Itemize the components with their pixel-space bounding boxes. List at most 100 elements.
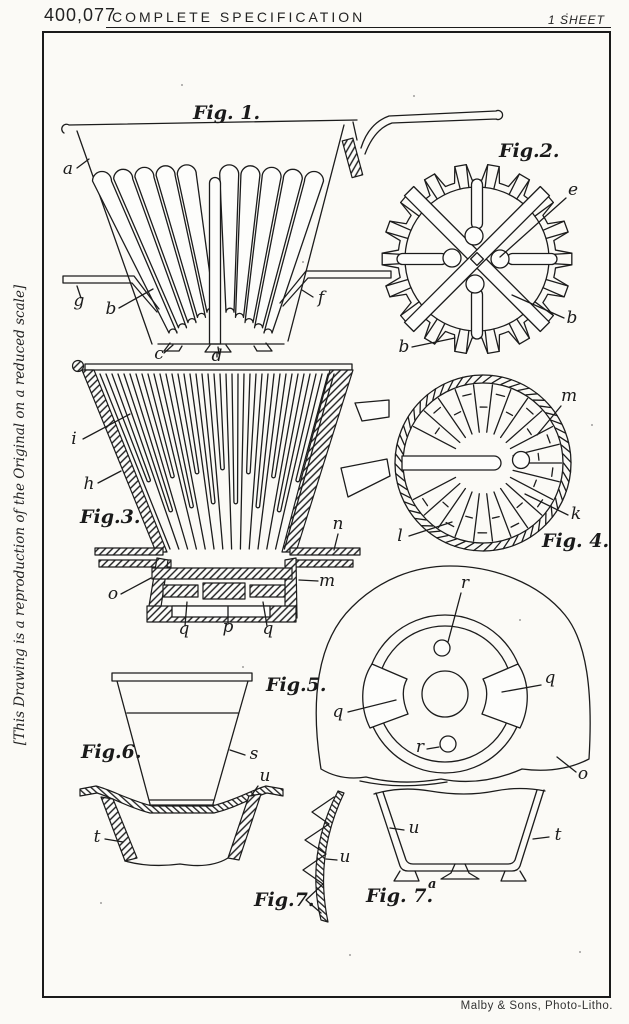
fig5-bottom-wave: [359, 780, 448, 787]
fig6-tray-wall-right: [227, 793, 262, 861]
fig1-label-c: c: [154, 344, 164, 364]
fig2-hole-north: [464, 226, 484, 246]
fig2-hole-east: [490, 249, 510, 269]
fig1-rim: [61, 119, 358, 134]
header-rule: [106, 27, 611, 28]
fig2-slot-north: [470, 178, 484, 230]
drawing-frame: [42, 31, 611, 998]
fig7a-basin-inner: [382, 789, 538, 865]
fig7a-label-t: t: [555, 825, 562, 845]
fig5-cover-outline: [315, 565, 591, 783]
fig3-flange-left-upper: [94, 547, 164, 556]
fig1-foot-center: [204, 344, 232, 358]
fig7-label-u: u: [340, 847, 351, 867]
fig1-fluted-ribs: [91, 164, 325, 345]
fig3-label-q-left: q: [179, 619, 190, 639]
fig1-handle: [360, 109, 504, 155]
patent-number: 400,077: [44, 5, 117, 25]
fig5-cutout-right: [481, 663, 528, 729]
fig3-label-p: p: [223, 617, 234, 637]
fig1-label-b: b: [106, 299, 117, 319]
fig3-base-block-center: [202, 582, 246, 600]
fig1-left-wall: [76, 130, 153, 345]
fig1-label-f: f: [316, 288, 327, 308]
fig1-leader-lines: [76, 158, 314, 355]
fig3-base-block-left: [162, 584, 199, 598]
fig6-leader-lines: [104, 749, 259, 843]
figure-4: Fig. 4. m k l: [394, 374, 609, 552]
fig2-label-b-left: b: [399, 337, 410, 357]
page-title: COMPLETE SPECIFICATION: [112, 9, 366, 25]
fig7a-foot-left: [393, 870, 420, 882]
fig5-leader-lines: [347, 592, 577, 773]
fig5-hole-bottom: [439, 735, 457, 753]
fig7a-torn-edge: [373, 787, 546, 795]
figure-7a: Fig. 7. a u t: [365, 787, 562, 907]
fig1-label-a: a: [63, 159, 73, 179]
fig2-slot-south: [470, 288, 484, 340]
fig1-bar-left: [62, 275, 160, 313]
figure-2: Fig.2. e b b: [381, 140, 578, 357]
fig5-label-q-left: q: [333, 702, 344, 722]
fig2-caption: Fig.2.: [498, 140, 559, 162]
figure-6: Fig.6. s u t: [79, 672, 284, 867]
fig5-label-r-top: r: [461, 573, 470, 593]
fig3-label-h: h: [84, 474, 95, 494]
fig6-paper-strip: [79, 785, 284, 814]
fig7a-caption-superscript: a: [428, 877, 436, 892]
fig1-foot-left: [163, 342, 183, 352]
fig5-caption: Fig.5.: [265, 674, 326, 696]
fig1-right-wall: [287, 124, 345, 342]
fig6-label-u: u: [260, 766, 271, 786]
fig3-handle-lug-lower: [340, 458, 391, 498]
fig7-leader-line: [325, 858, 338, 861]
fig5-label-q-right: q: [545, 668, 556, 688]
fig7a-leader-lines: [389, 827, 550, 840]
figure-3: Fig.3. i h n m o q p q: [71, 359, 391, 639]
fig6-tray-bottom: [124, 857, 229, 867]
fig6-tray-wall-left: [100, 796, 138, 862]
fig4-slot: [401, 455, 502, 471]
fig6-funnel: [111, 672, 253, 806]
fig3-label-i: i: [71, 429, 76, 449]
fig7a-foot-center: [440, 863, 480, 880]
fig4-label-l: l: [397, 526, 402, 546]
fig3-caption: Fig.3.: [79, 506, 140, 528]
fig2-slot-east: [506, 252, 558, 266]
fig5-label-r-bottom: r: [416, 737, 425, 757]
fig2-label-e: e: [568, 180, 578, 200]
fig3-base-plate-gap: [171, 605, 271, 618]
fig1-label-d: d: [212, 346, 223, 366]
fig1-label-g: g: [74, 291, 85, 311]
fig1-foot-right: [253, 342, 273, 352]
figure-1: Fig. 1. a g b f c d: [61, 102, 504, 366]
printer-credit: Malby & Sons, Photo-Litho.: [460, 1000, 613, 1012]
fig4-leader-lines: [408, 405, 569, 537]
fig3-label-q-right: q: [263, 619, 274, 639]
fig1-bar-right: [279, 270, 392, 307]
fig5-label-o: o: [578, 764, 588, 784]
fig6-label-s: s: [250, 744, 259, 764]
fig3-label-o: o: [108, 584, 118, 604]
fig4-label-m: m: [561, 386, 577, 406]
fig2-leader-lines: [411, 197, 567, 348]
fig3-flange-right-upper: [289, 547, 361, 556]
scan-specks: [100, 13, 593, 956]
fig1-caption: Fig. 1.: [192, 102, 260, 124]
fig4-hole: [511, 450, 531, 470]
fig3-base-top-strip: [151, 567, 293, 580]
fig5-hole-top: [433, 639, 451, 657]
fig7-curved-strip: [315, 790, 345, 923]
fig1-ferrule: [341, 137, 364, 179]
fig7a-caption: Fig. 7.: [365, 885, 433, 907]
fig3-base-block-right: [249, 584, 286, 598]
fig4-radial-ribs: [394, 374, 572, 552]
fig3-section-ribs: [99, 373, 335, 550]
figure-5: Fig.5. r q q r o: [265, 565, 591, 787]
fig3-label-n: n: [333, 514, 344, 534]
fig2-hole-south: [465, 274, 485, 294]
fig3-left-wall-section: [81, 369, 168, 553]
fig3-label-m: m: [319, 571, 335, 591]
